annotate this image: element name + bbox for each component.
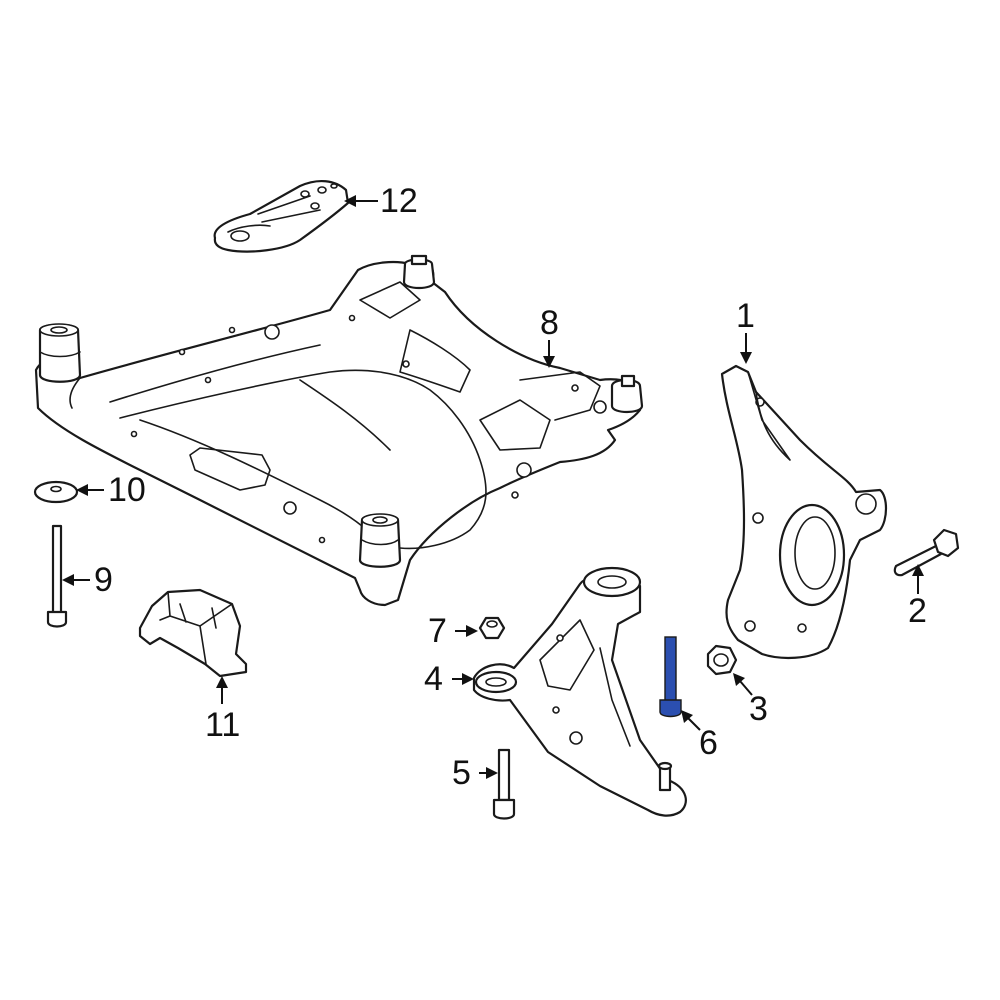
callout-5[interactable]: 5 <box>452 754 471 792</box>
leader-12 <box>344 195 378 207</box>
leader-4 <box>452 673 474 685</box>
leader-1 <box>740 333 752 364</box>
part-3-nut[interactable] <box>706 644 738 676</box>
callout-1[interactable]: 1 <box>736 297 755 335</box>
part-2-bolt[interactable] <box>893 528 960 577</box>
callout-4[interactable]: 4 <box>424 660 443 698</box>
leader-6 <box>681 710 701 731</box>
part-7-nut[interactable] <box>478 616 506 640</box>
callout-10[interactable]: 10 <box>108 471 146 509</box>
callout-3[interactable]: 3 <box>749 690 768 728</box>
part-1-knuckle[interactable] <box>720 364 888 660</box>
part-4-control-arm[interactable] <box>472 566 687 817</box>
part-10-washer[interactable] <box>33 480 79 504</box>
part-6-bolt-highlighted[interactable] <box>659 636 682 718</box>
leader-11 <box>216 676 228 704</box>
leader-5 <box>479 767 498 779</box>
part-8-subframe[interactable] <box>34 254 644 607</box>
part-9-bolt[interactable] <box>46 524 68 628</box>
callout-12[interactable]: 12 <box>380 182 418 220</box>
callout-2[interactable]: 2 <box>908 592 927 630</box>
callout-9[interactable]: 9 <box>94 561 113 599</box>
leader-7 <box>455 625 478 637</box>
callout-7[interactable]: 7 <box>428 612 447 650</box>
part-11-bracket[interactable] <box>138 588 248 678</box>
part-5-bolt[interactable] <box>492 748 516 820</box>
leader-2 <box>912 564 924 594</box>
callout-6[interactable]: 6 <box>699 724 718 762</box>
callout-8[interactable]: 8 <box>540 304 559 342</box>
leader-10 <box>76 484 104 496</box>
callout-11[interactable]: 11 <box>205 706 241 744</box>
leader-3 <box>733 673 753 696</box>
leader-9 <box>62 574 90 586</box>
leader-8 <box>543 340 555 368</box>
part-12-mount-plate[interactable] <box>213 180 350 253</box>
